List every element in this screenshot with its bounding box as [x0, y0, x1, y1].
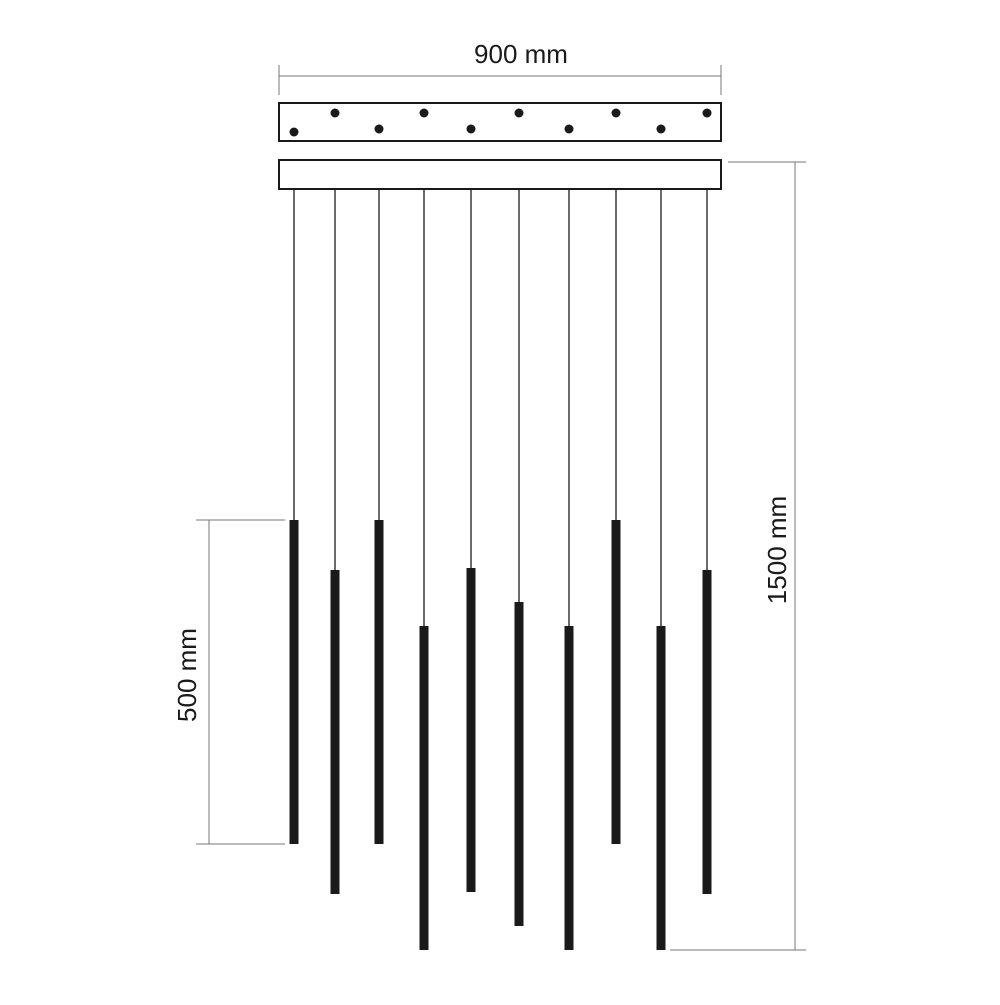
pendant-4: [419, 189, 429, 950]
mounting-hole: [611, 108, 621, 118]
pendant-rod: [702, 570, 712, 894]
pendant-10: [702, 189, 712, 894]
pendant-9: [656, 189, 666, 950]
rod-length-dimension: 500 mm: [172, 519, 285, 845]
width-dimension: 900 mm: [278, 39, 722, 95]
pendant-rod: [611, 520, 621, 844]
mounting-hole: [514, 108, 524, 118]
pendants: [289, 189, 712, 950]
pendant-7: [564, 189, 574, 950]
pendant-6: [514, 189, 524, 926]
mounting-plate: [278, 102, 722, 142]
pendant-rod: [656, 626, 666, 950]
pendant-rod: [564, 626, 574, 950]
mounting-hole: [374, 124, 384, 134]
mounting-hole: [289, 127, 299, 137]
width-label: 900 mm: [474, 39, 568, 69]
mounting-hole: [656, 124, 666, 134]
mounting-hole: [564, 124, 574, 134]
mounting-hole: [702, 108, 712, 118]
pendant-1: [289, 189, 299, 844]
canopy: [278, 159, 722, 190]
mounting-hole: [330, 108, 340, 118]
mounting-hole: [466, 124, 476, 134]
mounting-holes: [289, 108, 712, 137]
height-dimension: 1500 mm: [670, 161, 806, 951]
pendant-rod: [289, 520, 299, 844]
mounting-plate-outline: [278, 102, 722, 142]
pendant-rod: [419, 626, 429, 950]
pendant-8: [611, 189, 621, 844]
pendant-2: [330, 189, 340, 894]
pendant-rod: [330, 570, 340, 894]
pendant-5: [466, 189, 476, 892]
height-label: 1500 mm: [762, 496, 792, 604]
rod-length-label: 500 mm: [172, 628, 202, 722]
pendant-3: [374, 189, 384, 844]
pendant-rod: [374, 520, 384, 844]
pendant-rod: [466, 568, 476, 892]
mounting-hole: [419, 108, 429, 118]
pendant-rod: [514, 602, 524, 926]
